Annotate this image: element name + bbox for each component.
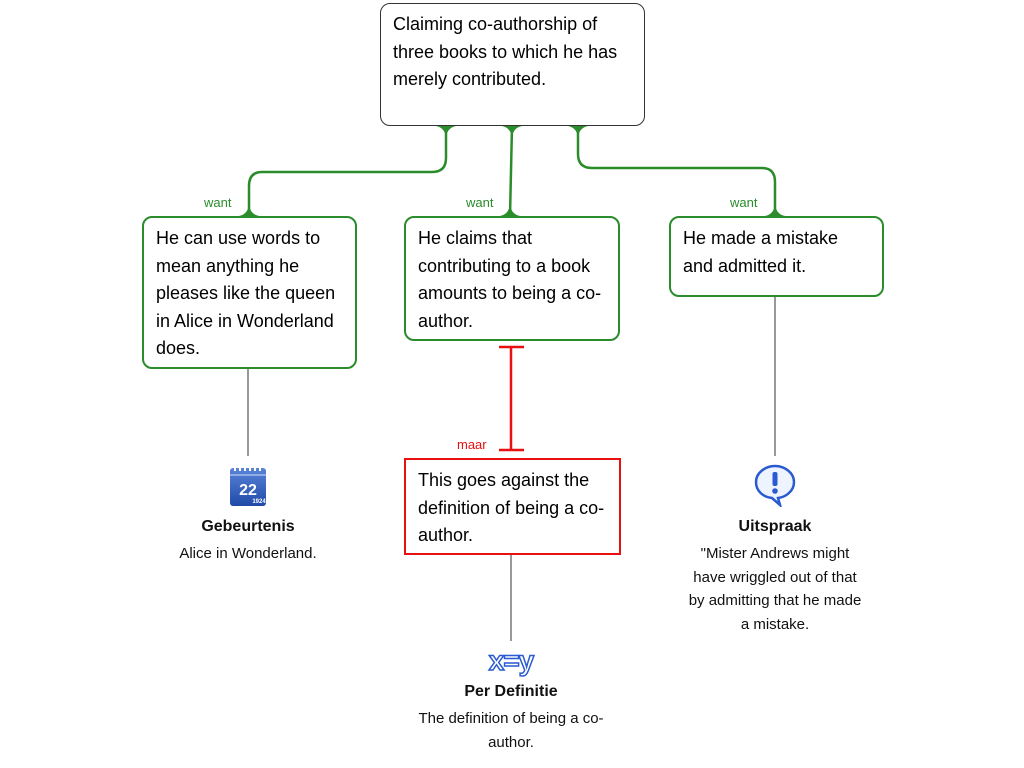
link-label: maar [457, 437, 487, 452]
svg-text:1924: 1924 [252, 499, 266, 505]
support-link-2 [508, 125, 514, 217]
link-label: want [730, 195, 758, 210]
main-claim[interactable]: Claiming co-authorship of three books to… [380, 3, 645, 126]
source-text: Alice in Wonderland. [179, 545, 317, 562]
svg-text:22: 22 [239, 482, 257, 499]
source-text: "Mister Andrews might have wriggled out … [688, 545, 862, 633]
source-quote[interactable]: Uitspraak "Mister Andrews might have wri… [675, 463, 875, 636]
reason-box[interactable]: He claims that contributing to a book am… [404, 216, 620, 341]
support-link-3 [576, 126, 777, 216]
source-event[interactable]: 22 1924 Gebeurtenis Alice in Wonderland. [148, 465, 348, 566]
link-label: want [204, 195, 232, 210]
source-type: Gebeurtenis [201, 518, 295, 535]
objection-box[interactable]: This goes against the definition of bein… [404, 458, 621, 555]
link-label: want [466, 195, 494, 210]
equation-icon: x=y [488, 644, 535, 677]
source-type: Per Definitie [464, 683, 558, 700]
calendar-icon: 22 1924 [230, 466, 266, 506]
source-text: The definition of being a co-author. [418, 710, 604, 751]
source-definition[interactable]: x=y Per Definitie The definition of bein… [416, 644, 606, 754]
source-type: Uitspraak [738, 518, 812, 535]
support-link-1 [247, 126, 448, 216]
exclamation-bubble-icon [754, 464, 796, 509]
reason-box[interactable]: He can use words to mean anything he ple… [142, 216, 357, 369]
oppose-link [499, 345, 524, 452]
reason-box[interactable]: He made a mistake and admitted it. [669, 216, 884, 297]
